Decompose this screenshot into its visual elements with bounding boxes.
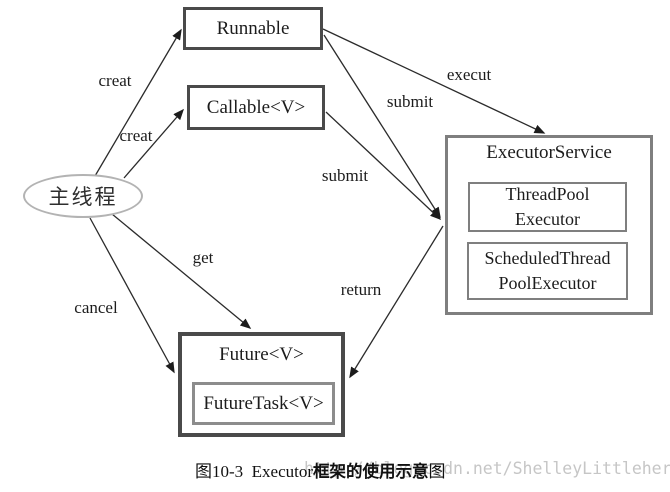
- executor-service-label: ExecutorService: [486, 142, 612, 163]
- watermark-text: http://blog.csdn.net/ShelleyLittlehero: [304, 459, 670, 478]
- edge-label-submit-callable: submit: [321, 166, 369, 185]
- callable-node: Callable<V>: [187, 85, 325, 130]
- runnable-node: Runnable: [183, 7, 323, 50]
- edge-label-creat-callable: creat: [119, 126, 153, 145]
- scheduled-line1: ScheduledThread: [484, 248, 611, 268]
- main-thread-label: 主线程: [48, 185, 118, 209]
- runnable-label: Runnable: [216, 17, 290, 39]
- caption-emphasis: 框架的使用示意: [313, 463, 429, 481]
- edge-label-submit-runnable: submit: [386, 92, 434, 111]
- arrow-creat-runnable: [94, 28, 182, 177]
- arrow-submit-runnable: [323, 34, 441, 219]
- thread-pool-line2: Executor: [515, 209, 580, 229]
- edge-label-cancel: cancel: [74, 298, 118, 317]
- figure-caption: 图10-3 Executor框架的使用示意图: [195, 457, 446, 482]
- main-thread-node: 主线程: [23, 174, 143, 218]
- edge-label-get: get: [192, 248, 214, 267]
- future-task-node: FutureTask<V>: [192, 382, 335, 425]
- callable-label: Callable<V>: [206, 96, 306, 118]
- thread-pool-line1: ThreadPool: [505, 184, 590, 204]
- caption-suffix: 图: [428, 462, 446, 481]
- future-label: Future<V>: [219, 344, 304, 365]
- arrow-return: [349, 225, 444, 379]
- edge-label-creat-runnable: creat: [98, 71, 132, 90]
- edge-label-return: return: [340, 280, 382, 299]
- scheduled-line2: PoolExecutor: [498, 273, 597, 293]
- arrow-get: [111, 213, 252, 329]
- arrow-cancel: [89, 217, 175, 374]
- edge-label-execut: execut: [446, 65, 492, 84]
- caption-prefix: 图10-3 Executor: [195, 462, 314, 481]
- arrow-execut: [322, 28, 546, 134]
- future-task-label: FutureTask<V>: [203, 392, 324, 414]
